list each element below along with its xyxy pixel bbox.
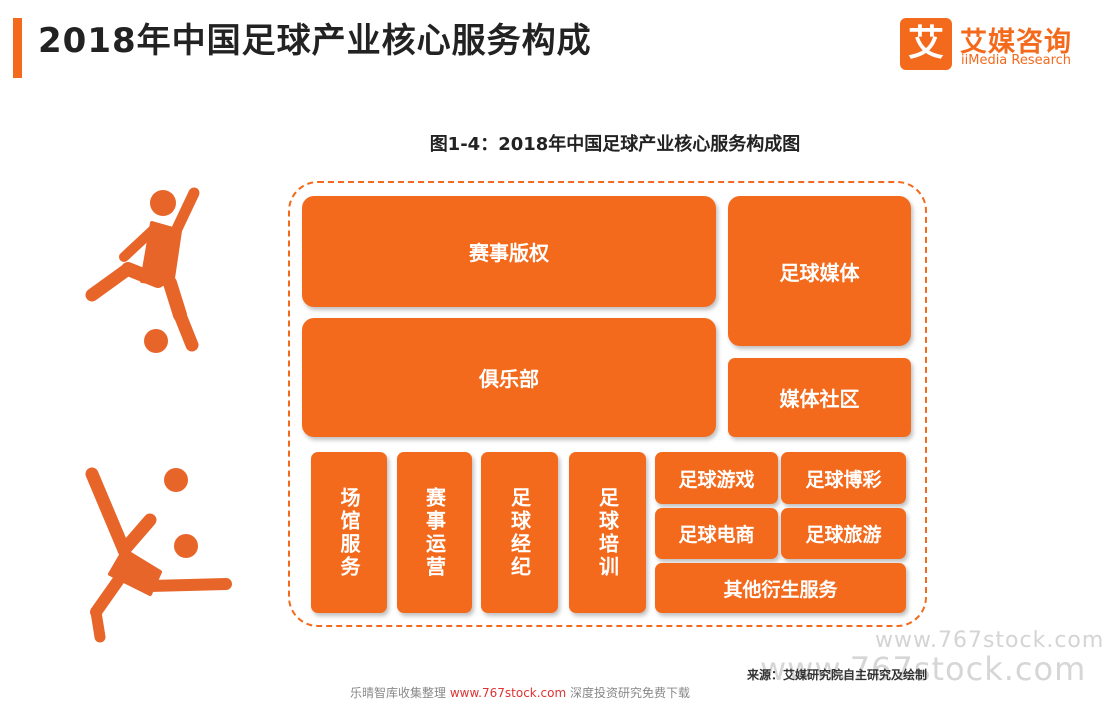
figure-title: 图1-4：2018年中国足球产业核心服务构成图 [429,134,801,155]
block-media-community: 媒体社区 [728,358,911,437]
block-football-ecommerce: 足球电商 [655,508,778,559]
block-football-agency: 足球经纪 [481,452,558,613]
block-venue-services: 场馆服务 [311,452,387,613]
soccer-player-kicking-icon [85,187,200,353]
block-football-media: 足球媒体 [728,196,911,346]
page-title: 2018年中国足球产业核心服务构成 [38,21,592,61]
watermark-large: www.767stock.com [760,650,1087,688]
block-other-derivative-services: 其他衍生服务 [655,563,906,613]
logo-name-cn: 艾媒咨询 [960,27,1072,58]
block-football-betting: 足球博彩 [781,452,906,504]
source-note: 来源：艾媒研究院自主研究及绘制 [746,668,927,682]
block-football-games: 足球游戏 [655,452,778,504]
block-event-rights: 赛事版权 [302,196,716,307]
logo-name-en: iiMedia Research [961,53,1072,68]
footer-note: 乐晴智库收集整理 www.767stock.com 深度投资研究免费下载 [350,684,690,701]
footer-text-1: 乐晴智库收集整理 [350,686,450,700]
block-football-tourism: 足球旅游 [781,508,906,559]
block-club: 俱乐部 [302,318,716,437]
watermark-small: www.767stock.com [875,628,1102,653]
block-event-operation: 赛事运营 [397,452,472,613]
brand-logo: 艾 艾媒咨询 iiMedia Research [900,18,1090,72]
title-accent-bar [13,18,22,78]
footer-link[interactable]: www.767stock.com [449,686,567,700]
footer-text-2: 深度投资研究免费下载 [566,686,691,700]
logo-mark-icon: 艾 [900,18,952,70]
block-football-training: 足球培训 [569,452,646,613]
services-diagram-frame [288,181,927,627]
soccer-player-bicycle-kick-icon [85,467,232,643]
